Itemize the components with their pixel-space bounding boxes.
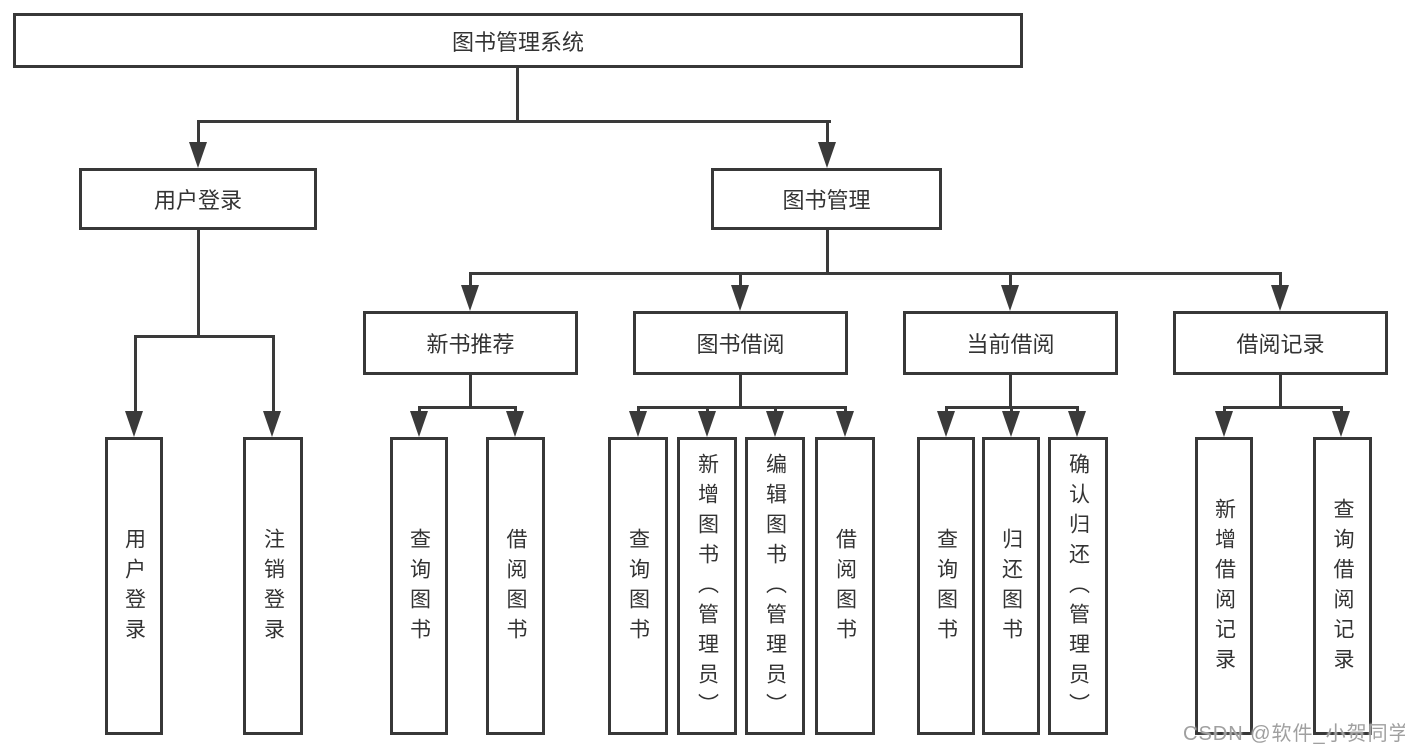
arrow-down-icon (937, 411, 955, 437)
connector-line (739, 272, 742, 288)
connector-line (774, 406, 777, 414)
leaf-bb-borrow-books: 借阅图书 (815, 437, 875, 735)
connector-line (739, 373, 742, 408)
connector-line (826, 120, 829, 148)
arrow-down-icon (766, 411, 784, 437)
leaf-nb-query-books: 查询图书 (390, 437, 448, 735)
arrow-down-icon (125, 411, 143, 437)
connector-line (469, 272, 472, 288)
connector-line (1076, 406, 1079, 414)
leaf-nb-borrow-books: 借阅图书 (486, 437, 545, 735)
leaf-cb-return-books: 归还图书 (982, 437, 1040, 735)
connector-line (134, 335, 137, 415)
arrow-down-icon (1068, 411, 1086, 437)
connector-line (1009, 373, 1012, 408)
arrow-down-icon (1332, 411, 1350, 437)
arrow-down-icon (836, 411, 854, 437)
leaf-bb-add-books-admin: 新增图书（管理员） (677, 437, 737, 735)
connector-line (1223, 406, 1226, 414)
connector-line (418, 406, 421, 414)
connector-line (134, 335, 274, 338)
connector-line (945, 406, 948, 414)
arrow-down-icon (1002, 411, 1020, 437)
node-user-login: 用户登录 (79, 168, 317, 230)
connector-line (844, 406, 847, 414)
connector-line (1223, 406, 1343, 409)
connector-line (197, 120, 200, 148)
leaf-user-login: 用户登录 (105, 437, 163, 735)
leaf-br-query-record: 查询借阅记录 (1313, 437, 1372, 735)
arrow-down-icon (1271, 285, 1289, 311)
connector-line (418, 406, 517, 409)
connector-line (1279, 272, 1282, 288)
csdn-watermark: CSDN @软件_小贺同学 (1183, 723, 1405, 745)
connector-line (197, 230, 200, 337)
node-new-book-recommendation: 新书推荐 (363, 311, 578, 375)
arrow-down-icon (410, 411, 428, 437)
leaf-bb-query-books: 查询图书 (608, 437, 668, 735)
connector-line (469, 373, 472, 408)
connector-line (469, 272, 1281, 275)
node-borrowing-records: 借阅记录 (1173, 311, 1388, 375)
connector-line (706, 406, 709, 414)
connector-line (516, 66, 519, 122)
node-current-borrowing: 当前借阅 (903, 311, 1118, 375)
arrow-down-icon (506, 411, 524, 437)
leaf-br-add-record: 新增借阅记录 (1195, 437, 1253, 735)
arrow-down-icon (629, 411, 647, 437)
connector-line (1009, 272, 1012, 288)
arrow-down-icon (1215, 411, 1233, 437)
node-book-management: 图书管理 (711, 168, 942, 230)
node-library-management-system: 图书管理系统 (13, 13, 1023, 68)
connector-line (197, 120, 831, 123)
connector-line (826, 230, 829, 274)
leaf-cb-confirm-return-admin: 确认归还（管理员） (1048, 437, 1108, 735)
leaf-bb-edit-books-admin: 编辑图书（管理员） (745, 437, 805, 735)
connector-line (637, 406, 847, 409)
connector-line (637, 406, 640, 414)
arrow-down-icon (1001, 285, 1019, 311)
arrow-down-icon (818, 142, 836, 168)
arrow-down-icon (461, 285, 479, 311)
leaf-logout: 注销登录 (243, 437, 303, 735)
leaf-cb-query-books: 查询图书 (917, 437, 975, 735)
connector-line (1340, 406, 1343, 414)
connector-line (1279, 373, 1282, 408)
connector-line (1010, 406, 1013, 414)
arrow-down-icon (263, 411, 281, 437)
connector-line (272, 335, 275, 415)
node-book-borrowing: 图书借阅 (633, 311, 848, 375)
arrow-down-icon (698, 411, 716, 437)
arrow-down-icon (731, 285, 749, 311)
arrow-down-icon (189, 142, 207, 168)
connector-line (514, 406, 517, 414)
